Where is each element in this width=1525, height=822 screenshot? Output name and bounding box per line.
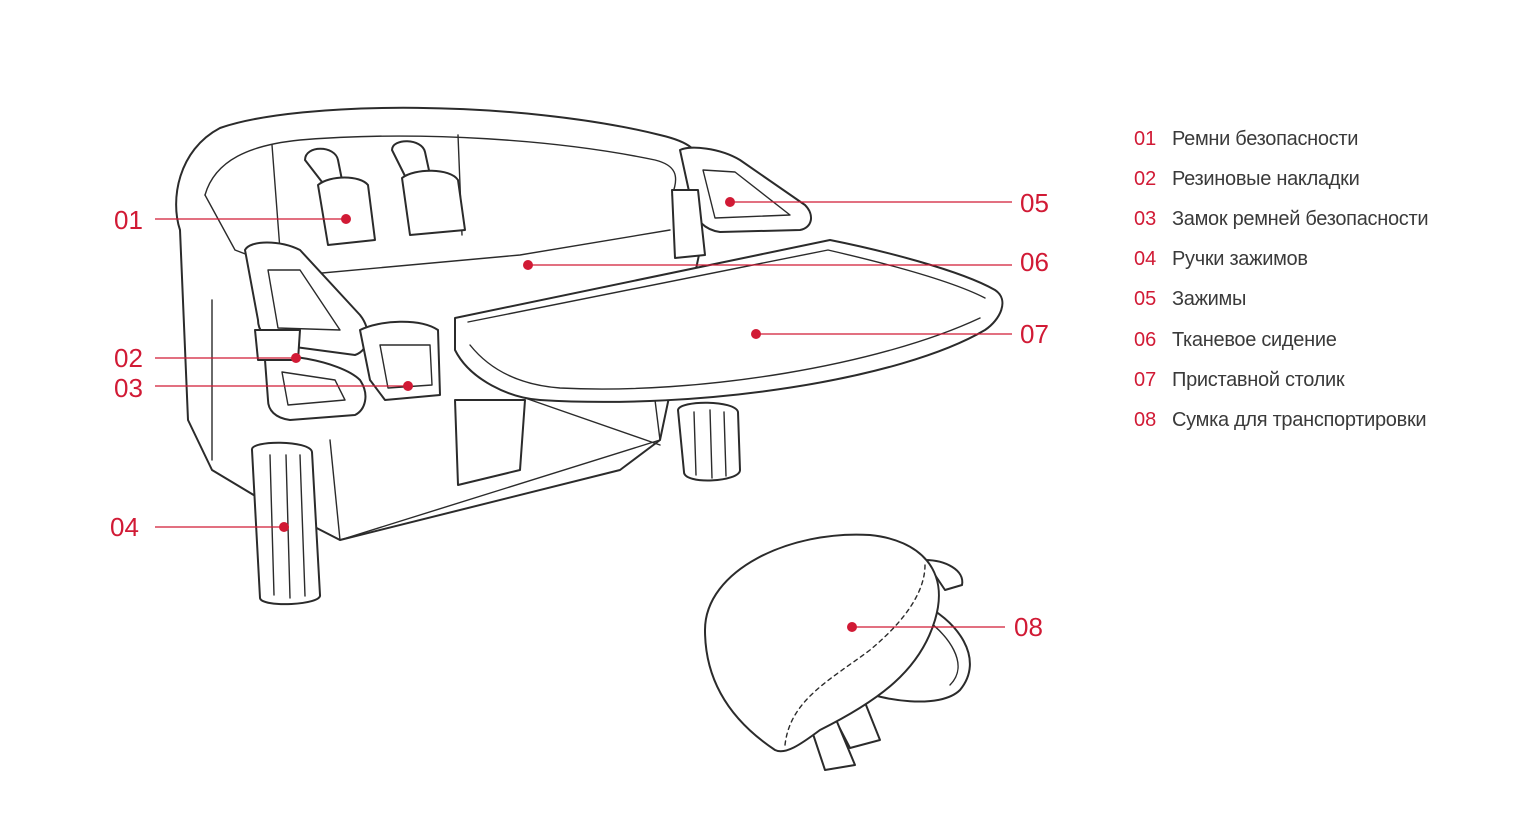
- legend-label: Замок ремней безопасности: [1172, 207, 1429, 230]
- legend-item: 01 Ремни безопасности: [1134, 119, 1428, 159]
- legend-number: 02: [1134, 167, 1157, 190]
- callout-number-04: 04: [110, 512, 139, 542]
- legend-item: 07 Приставной столик: [1134, 360, 1428, 400]
- legend-label: Сумка для транспортировки: [1172, 408, 1427, 431]
- callout-leaders: [155, 197, 1012, 632]
- legend-item: 06 Тканевое сидение: [1134, 320, 1428, 360]
- legend-item: 08 Сумка для транспортировки: [1134, 400, 1428, 440]
- seat-illustration: [175, 106, 1004, 606]
- bag-illustration: [704, 533, 971, 771]
- legend-label: Тканевое сидение: [1172, 328, 1337, 351]
- legend-label: Резиновые накладки: [1172, 167, 1360, 190]
- legend-number: 01: [1134, 127, 1157, 150]
- legend-item: 02 Резиновые накладки: [1134, 159, 1428, 199]
- legend-label: Приставной столик: [1172, 368, 1345, 391]
- legend-label: Ручки зажимов: [1172, 248, 1308, 271]
- callout-number-01: 01: [114, 205, 143, 235]
- callout-number-02: 02: [114, 343, 143, 373]
- legend-number: 05: [1134, 288, 1157, 311]
- callout-number-06: 06: [1020, 247, 1049, 277]
- callout-number-05: 05: [1020, 188, 1049, 218]
- callout-number-03: 03: [114, 373, 143, 403]
- legend-item: 03 Замок ремней безопасности: [1134, 199, 1429, 239]
- legend-number: 03: [1134, 207, 1157, 230]
- parts-legend: 01 Ремни безопасности 02 Резиновые накладк…: [1134, 119, 1429, 441]
- legend-number: 07: [1134, 368, 1157, 391]
- callout-number-07: 07: [1020, 319, 1049, 349]
- legend-label: Ремни безопасности: [1172, 127, 1359, 150]
- legend-number: 08: [1134, 408, 1157, 431]
- legend-item: 04 Ручки зажимов: [1134, 240, 1428, 280]
- legend-number: 04: [1134, 248, 1157, 271]
- legend-number: 06: [1134, 328, 1157, 351]
- callout-number-08: 08: [1014, 612, 1043, 642]
- legend-label: Зажимы: [1172, 288, 1247, 311]
- callout-numbers: 01 02 03 04 05 06 07 08: [110, 188, 1049, 642]
- legend-item: 05 Зажимы: [1134, 280, 1428, 320]
